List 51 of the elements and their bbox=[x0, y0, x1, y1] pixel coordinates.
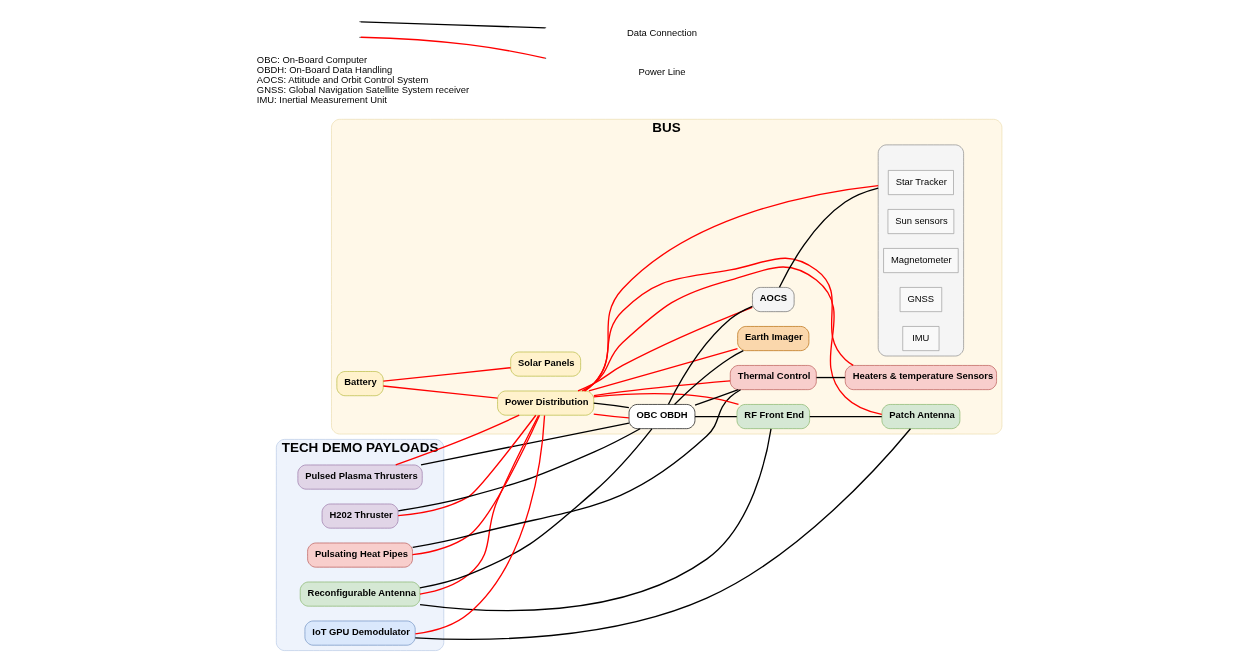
connector bbox=[419, 428, 653, 589]
node-box: Battery bbox=[336, 371, 384, 397]
node-box: Pulsating Heat Pipes bbox=[307, 542, 413, 568]
connector bbox=[694, 415, 738, 418]
cluster bbox=[877, 144, 964, 357]
node-box: Earth Imager bbox=[737, 326, 810, 351]
connector bbox=[588, 347, 739, 392]
legend-label: Power Line bbox=[638, 66, 686, 78]
label: OBC: On-Board Computer bbox=[256, 53, 368, 65]
node-box: IoT GPU Demodulator bbox=[304, 620, 416, 646]
connector bbox=[593, 402, 630, 409]
connector bbox=[673, 350, 744, 406]
connector bbox=[414, 414, 546, 635]
connector bbox=[778, 187, 879, 288]
connector bbox=[667, 305, 754, 405]
connector bbox=[414, 428, 912, 640]
connector bbox=[419, 428, 772, 612]
node-box: Pulsed Plasma Thrusters bbox=[297, 464, 423, 490]
connector bbox=[411, 414, 541, 556]
node-box: Power Distribution bbox=[497, 390, 595, 416]
connector bbox=[397, 414, 537, 517]
connector bbox=[809, 415, 883, 418]
node-box: AOCS bbox=[752, 287, 795, 312]
connector bbox=[419, 414, 540, 595]
node-box: GNSS bbox=[899, 287, 943, 312]
connector bbox=[420, 422, 630, 466]
connector bbox=[382, 385, 499, 399]
node-box: Star Tracker bbox=[887, 170, 954, 195]
connector bbox=[815, 376, 846, 379]
node-box: H202 Thruster bbox=[321, 503, 399, 529]
node-box: Patch Antenna bbox=[881, 404, 961, 429]
connector bbox=[397, 428, 641, 512]
connector bbox=[593, 380, 731, 397]
node-box: RF Front End bbox=[736, 404, 810, 429]
legend-label: Data Connection bbox=[626, 27, 698, 39]
connector bbox=[577, 306, 753, 392]
node-box: Solar Panels bbox=[510, 351, 581, 377]
connector bbox=[395, 414, 520, 466]
node-box: IMU bbox=[902, 326, 940, 351]
label: AOCS: Attitude and Orbit Control System bbox=[256, 73, 429, 85]
connector bbox=[382, 367, 512, 382]
node-box: Thermal Control bbox=[729, 365, 817, 390]
node-box: Magnetometer bbox=[883, 248, 959, 273]
node-box: Sun sensors bbox=[887, 209, 955, 234]
connector bbox=[694, 389, 739, 406]
node-box: Reconfigurable Antenna bbox=[299, 581, 421, 607]
node-box: OBC OBDH bbox=[628, 404, 696, 429]
connector bbox=[593, 413, 630, 419]
node-box: Heaters & temperature Sensors bbox=[844, 365, 997, 390]
connector bbox=[593, 393, 740, 406]
connector bbox=[581, 266, 883, 416]
